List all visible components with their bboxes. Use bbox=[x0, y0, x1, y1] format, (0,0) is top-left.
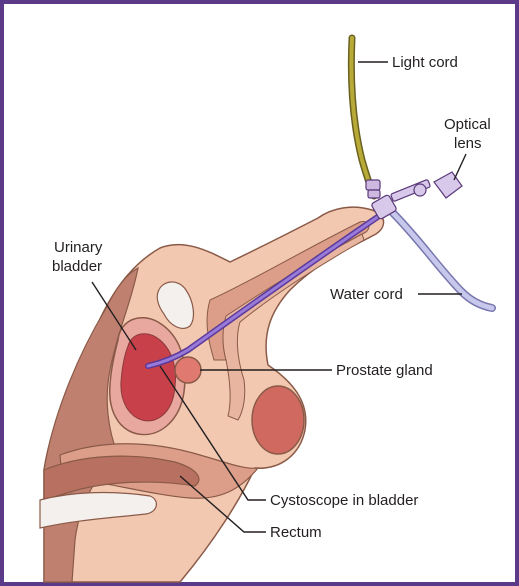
leader-urinary-bladder bbox=[91, 281, 137, 351]
leader-optical-lens bbox=[453, 153, 467, 181]
anatomy bbox=[39, 206, 385, 583]
light-cord-connector bbox=[365, 179, 381, 191]
prostate-gland-shape bbox=[174, 356, 202, 384]
cystoscope bbox=[145, 34, 496, 369]
label-prostate-gland: Prostate gland bbox=[336, 362, 433, 379]
scope-body bbox=[371, 194, 397, 220]
label-optical-lens-line2: lens bbox=[454, 135, 482, 152]
label-light-cord: Light cord bbox=[392, 54, 458, 71]
leader-cystoscope bbox=[159, 365, 266, 501]
testis bbox=[251, 385, 305, 455]
labels: Light cord Optical lens Water cord Urina… bbox=[52, 54, 491, 541]
label-water-cord: Water cord bbox=[330, 286, 403, 303]
coccyx-bone bbox=[39, 491, 157, 529]
cystoscope-shaft-highlight bbox=[146, 212, 384, 368]
water-cord-tube-inner bbox=[389, 209, 495, 311]
urinary-bladder-inner bbox=[120, 333, 176, 422]
leader-lines bbox=[91, 61, 467, 533]
light-cord-connector-2 bbox=[367, 189, 381, 199]
label-cystoscope-in-bladder: Cystoscope in bladder bbox=[270, 492, 418, 509]
optical-lens-knob bbox=[413, 183, 427, 197]
label-urinary-bladder-line1: Urinary bbox=[54, 239, 103, 256]
label-urinary-bladder-line2: bladder bbox=[52, 258, 102, 275]
optical-lens-eyepiece bbox=[433, 171, 463, 199]
label-rectum: Rectum bbox=[270, 524, 322, 541]
leader-rectum bbox=[179, 475, 266, 533]
label-optical-lens-line1: Optical bbox=[444, 116, 491, 133]
rectum-shape bbox=[43, 455, 200, 501]
pubic-bone bbox=[156, 281, 195, 329]
